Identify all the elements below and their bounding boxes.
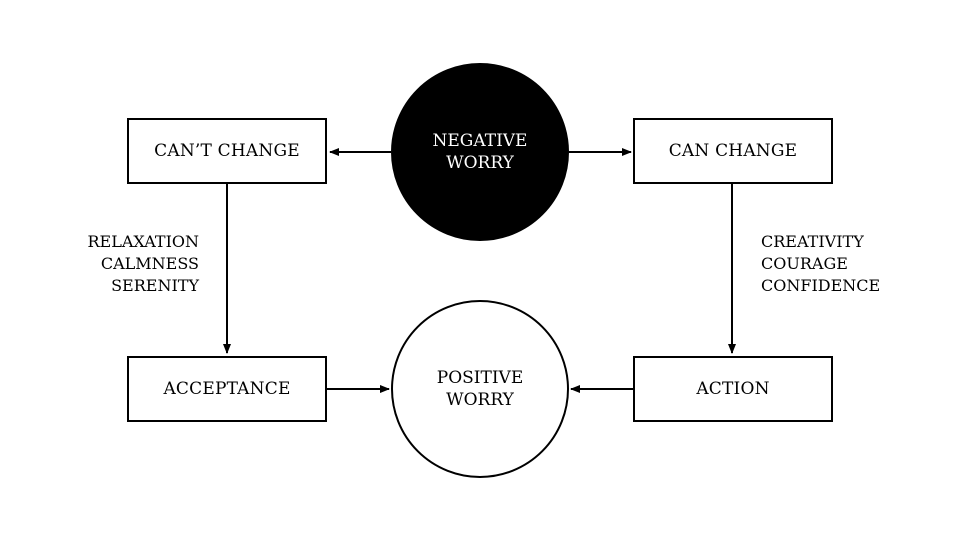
left-quality-3: SERENITY <box>111 276 199 295</box>
positive-worry-line-2: WORRY <box>446 390 514 410</box>
negative-worry-line-2: WORRY <box>446 153 514 173</box>
can-change-box: CAN CHANGE <box>633 118 833 184</box>
action-label: ACTION <box>696 379 770 399</box>
left-quality-2: CALMNESS <box>100 254 199 273</box>
cant-change-box: CAN’T CHANGE <box>127 118 327 184</box>
right-qualities-list: CREATIVITY COURAGE CONFIDENCE <box>761 231 880 297</box>
right-quality-2: COURAGE <box>761 254 848 273</box>
action-box: ACTION <box>633 356 833 422</box>
negative-worry-line-1: NEGATIVE <box>432 131 528 151</box>
right-quality-3: CONFIDENCE <box>761 276 881 295</box>
acceptance-box: ACCEPTANCE <box>127 356 327 422</box>
positive-worry-line-1: POSITIVE <box>436 368 524 388</box>
can-change-label: CAN CHANGE <box>668 141 798 161</box>
left-quality-1: RELAXATION <box>87 232 199 251</box>
acceptance-label: ACCEPTANCE <box>163 379 291 399</box>
right-quality-1: CREATIVITY <box>761 232 864 251</box>
left-qualities-list: RELAXATION CALMNESS SERENITY <box>87 231 199 297</box>
positive-worry-node: POSITIVE WORRY <box>391 300 569 478</box>
cant-change-label: CAN’T CHANGE <box>154 141 300 161</box>
negative-worry-node: NEGATIVE WORRY <box>391 63 569 241</box>
